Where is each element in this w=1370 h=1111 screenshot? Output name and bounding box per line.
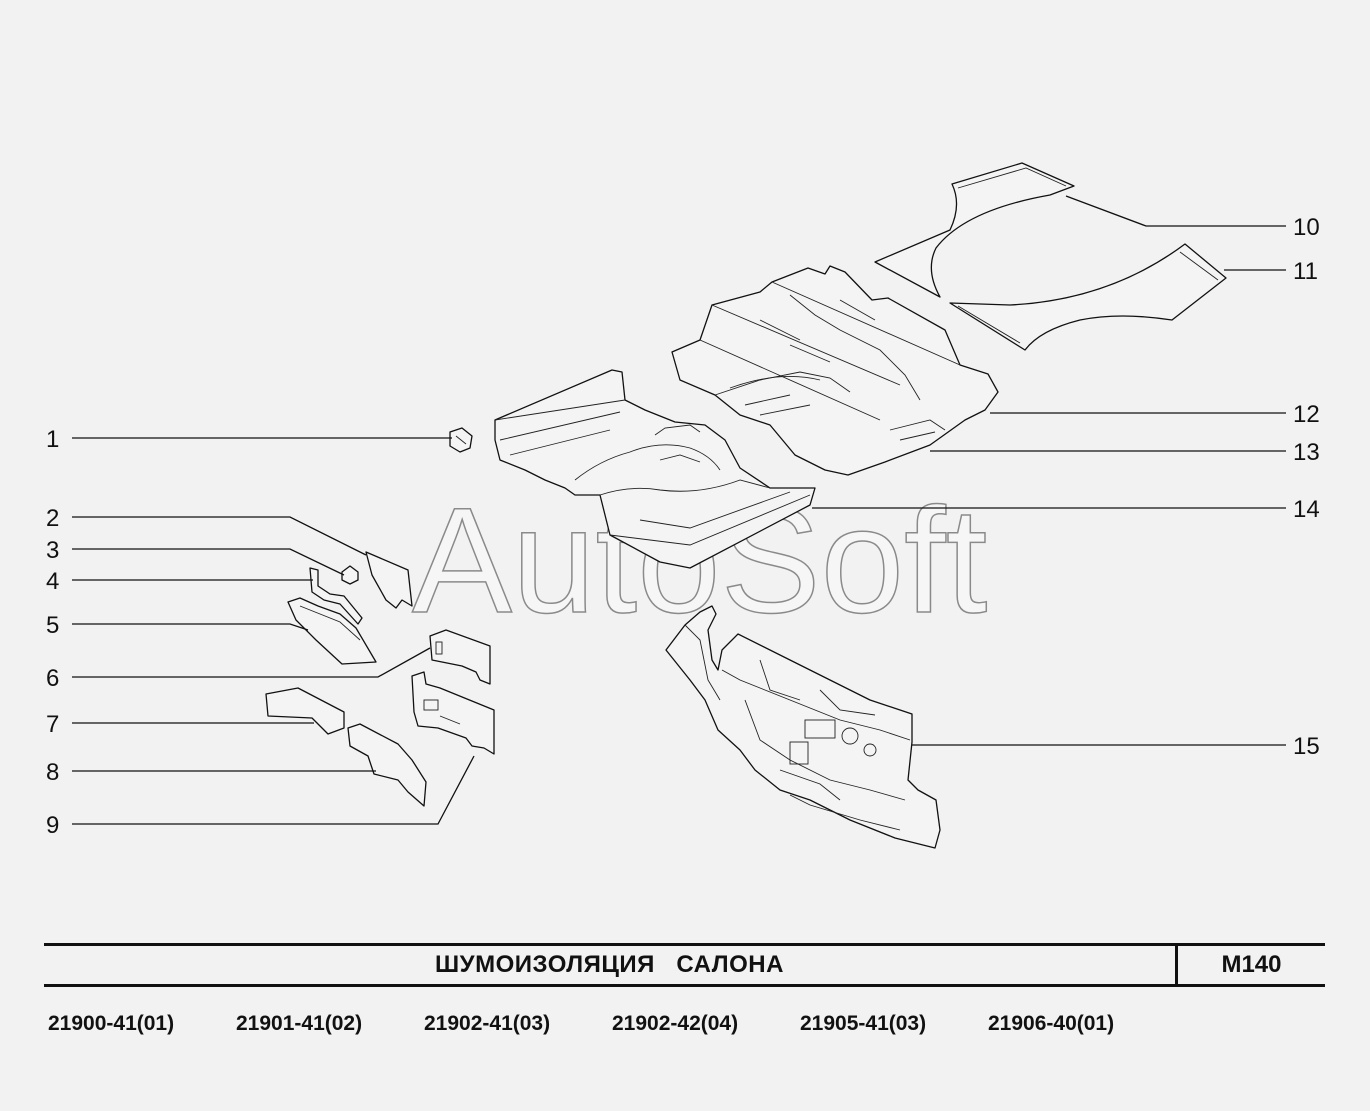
part-3-nut	[341, 565, 359, 585]
part-2-pad	[365, 551, 413, 609]
callout-10: 10	[1293, 214, 1320, 241]
title-block: ШУМОИЗОЛЯЦИЯ САЛОНА M140	[44, 943, 1325, 987]
page-code: M140	[1221, 951, 1282, 978]
part-11-rear-mat	[949, 243, 1227, 351]
callout-15: 15	[1293, 733, 1320, 760]
part-10-rear-mat	[874, 162, 1075, 298]
part-1-clip	[449, 427, 473, 453]
callout-5: 5	[46, 612, 59, 639]
part-9-panel	[411, 671, 495, 755]
part-5-pad	[287, 597, 377, 665]
model-code: 21901-41(02)	[236, 1012, 363, 1035]
callout-14: 14	[1293, 496, 1320, 523]
parts-diagram: AutoSoft	[46, 162, 1320, 849]
part-8-pad	[347, 723, 427, 807]
callout-11: 11	[1293, 258, 1318, 285]
callout-labels: 1 2 3 4 5 6 7 8 9 10 11 12 13 14 15	[46, 214, 1320, 839]
callout-9: 9	[46, 812, 59, 839]
model-code: 21902-41(03)	[424, 1012, 551, 1035]
model-code: 21902-42(04)	[612, 1012, 739, 1035]
callout-4: 4	[46, 568, 59, 595]
part-12-floor-insulation	[671, 265, 999, 476]
model-code: 21900-41(01)	[48, 1012, 175, 1035]
callout-6: 6	[46, 665, 59, 692]
model-code: 21905-41(03)	[800, 1012, 927, 1035]
callout-13: 13	[1293, 439, 1320, 466]
callout-8: 8	[46, 759, 59, 786]
part-14-front-floor	[494, 369, 816, 569]
callout-12: 12	[1293, 401, 1320, 428]
callout-7: 7	[46, 711, 59, 738]
callout-2: 2	[46, 505, 59, 532]
leader-lines	[72, 195, 1286, 825]
part-15-dash-insulator	[665, 605, 941, 849]
part-6-panel	[429, 629, 491, 685]
model-code: 21906-40(01)	[988, 1012, 1115, 1035]
callout-1: 1	[46, 426, 59, 453]
page-title: ШУМОИЗОЛЯЦИЯ САЛОНА	[44, 946, 1178, 984]
model-list: 21900-41(01) 21901-41(02) 21902-41(03) 2…	[48, 1012, 1248, 1040]
part-4-bracket	[309, 567, 363, 625]
part-7-pad	[265, 687, 345, 735]
callout-3: 3	[46, 537, 59, 564]
